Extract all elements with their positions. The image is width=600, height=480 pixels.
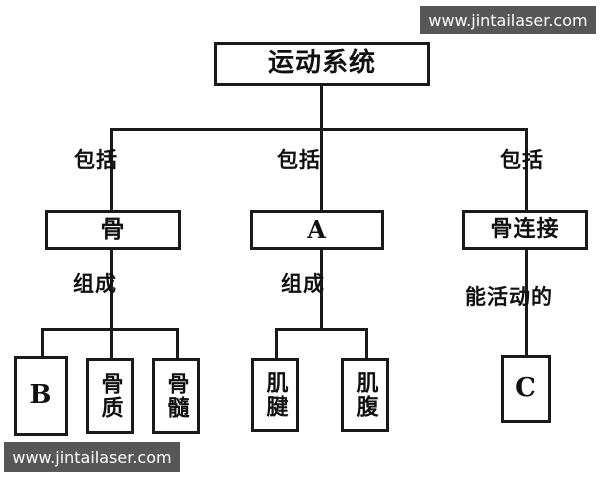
- node-bone-tissue[interactable]: 骨质: [86, 358, 134, 434]
- edge-label-includes-left: 包括: [74, 148, 118, 172]
- node-answer-c[interactable]: C: [501, 355, 551, 423]
- node-tendon[interactable]: 肌腱: [251, 358, 299, 432]
- node-answer-c-label: C: [515, 373, 537, 404]
- watermark-top-text: www.jintailaser.com: [428, 10, 588, 30]
- connector-bone-to-b: [41, 328, 44, 356]
- edge-label-includes-middle: 包括: [277, 148, 321, 172]
- node-answer-b-label: B: [29, 380, 53, 411]
- node-muscle-belly[interactable]: 肌腹: [341, 358, 389, 432]
- node-bone-tissue-label: 骨质: [97, 372, 123, 420]
- node-muscle-a-label: A: [307, 215, 327, 245]
- node-bone-marrow-label: 骨髓: [163, 372, 189, 420]
- connector-joint-to-c: [525, 250, 528, 355]
- node-answer-b[interactable]: B: [14, 356, 68, 436]
- edge-label-composed-middle: 组成: [281, 272, 325, 296]
- node-tendon-label: 肌腱: [262, 371, 288, 419]
- node-muscle-a[interactable]: A: [250, 210, 384, 250]
- node-bone-marrow[interactable]: 骨髓: [152, 358, 200, 434]
- node-bone-joint[interactable]: 骨连接: [462, 210, 588, 250]
- connector-muscle-children-bus: [275, 328, 368, 331]
- connector-bus-to-bone: [110, 128, 113, 210]
- edge-label-includes-right: 包括: [500, 148, 544, 172]
- node-muscle-belly-label: 肌腹: [352, 371, 378, 419]
- connector-level1-bus: [110, 128, 528, 131]
- node-bone[interactable]: 骨: [45, 210, 181, 250]
- watermark-bottom-text: www.jintailaser.com: [12, 447, 172, 467]
- edge-label-composed-left: 组成: [73, 272, 117, 296]
- connector-bus-to-muscle: [320, 128, 323, 210]
- connector-muscle-to-tendon: [275, 328, 278, 358]
- node-root-motor-system[interactable]: 运动系统: [214, 42, 430, 86]
- watermark-bottom: www.jintailaser.com: [4, 442, 180, 472]
- node-bone-joint-label: 骨连接: [490, 217, 560, 243]
- connector-muscle-to-muscle-belly: [365, 328, 368, 358]
- connector-bone-to-bone-tissue: [110, 328, 113, 358]
- connector-muscle-stem: [320, 250, 323, 328]
- connector-bone-stem: [110, 250, 113, 328]
- connector-bone-to-bone-marrow: [176, 328, 179, 358]
- node-root-label: 运动系统: [267, 48, 376, 79]
- node-bone-label: 骨: [100, 215, 126, 244]
- watermark-top: www.jintailaser.com: [420, 6, 596, 34]
- connector-bus-to-joint: [525, 128, 528, 210]
- edge-label-movable-right: 能活动的: [465, 285, 553, 309]
- connector-root-stem: [320, 86, 323, 128]
